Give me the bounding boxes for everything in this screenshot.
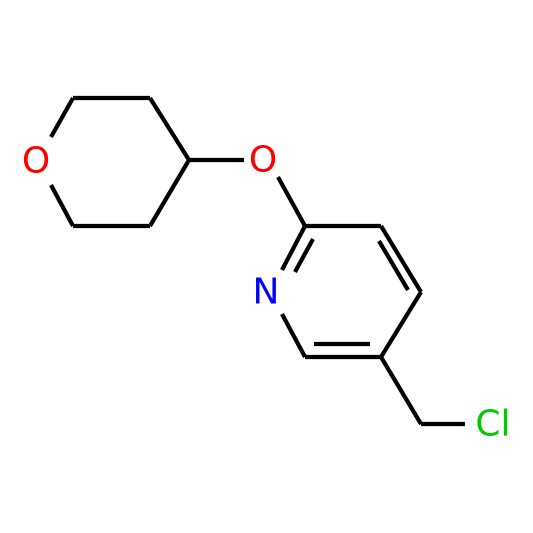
bond-ether-o-to-c2-pyridine xyxy=(276,175,307,228)
bond-c6-to-n xyxy=(280,313,307,358)
ether-linkage xyxy=(189,157,307,228)
bond-c5-to-ch2 xyxy=(379,355,423,426)
chloromethyl-group xyxy=(379,355,465,427)
bond-c4-to-c5 xyxy=(148,158,191,228)
bond-ring-o-to-c2 xyxy=(49,96,75,139)
atom-label-ether-oxygen: O xyxy=(249,140,277,181)
atom-label-ring-oxygen: O xyxy=(22,141,50,182)
bond-n-c2-double-inner xyxy=(293,237,315,274)
bond-c3-c4-double-inner xyxy=(377,239,410,292)
bond-c3-to-c4-pyridine xyxy=(379,224,423,294)
bond-n-to-c2 xyxy=(280,225,307,271)
bond-c6-to-ring-o xyxy=(49,184,75,227)
pyridine-ring xyxy=(280,223,423,360)
atom-label-pyridine-nitrogen: N xyxy=(253,272,280,313)
oxane-ring xyxy=(49,95,191,229)
bond-c4-to-c5-pyridine xyxy=(379,290,423,359)
atom-label-chlorine: Cl xyxy=(475,404,510,445)
bond-c3-to-c4 xyxy=(148,96,191,162)
